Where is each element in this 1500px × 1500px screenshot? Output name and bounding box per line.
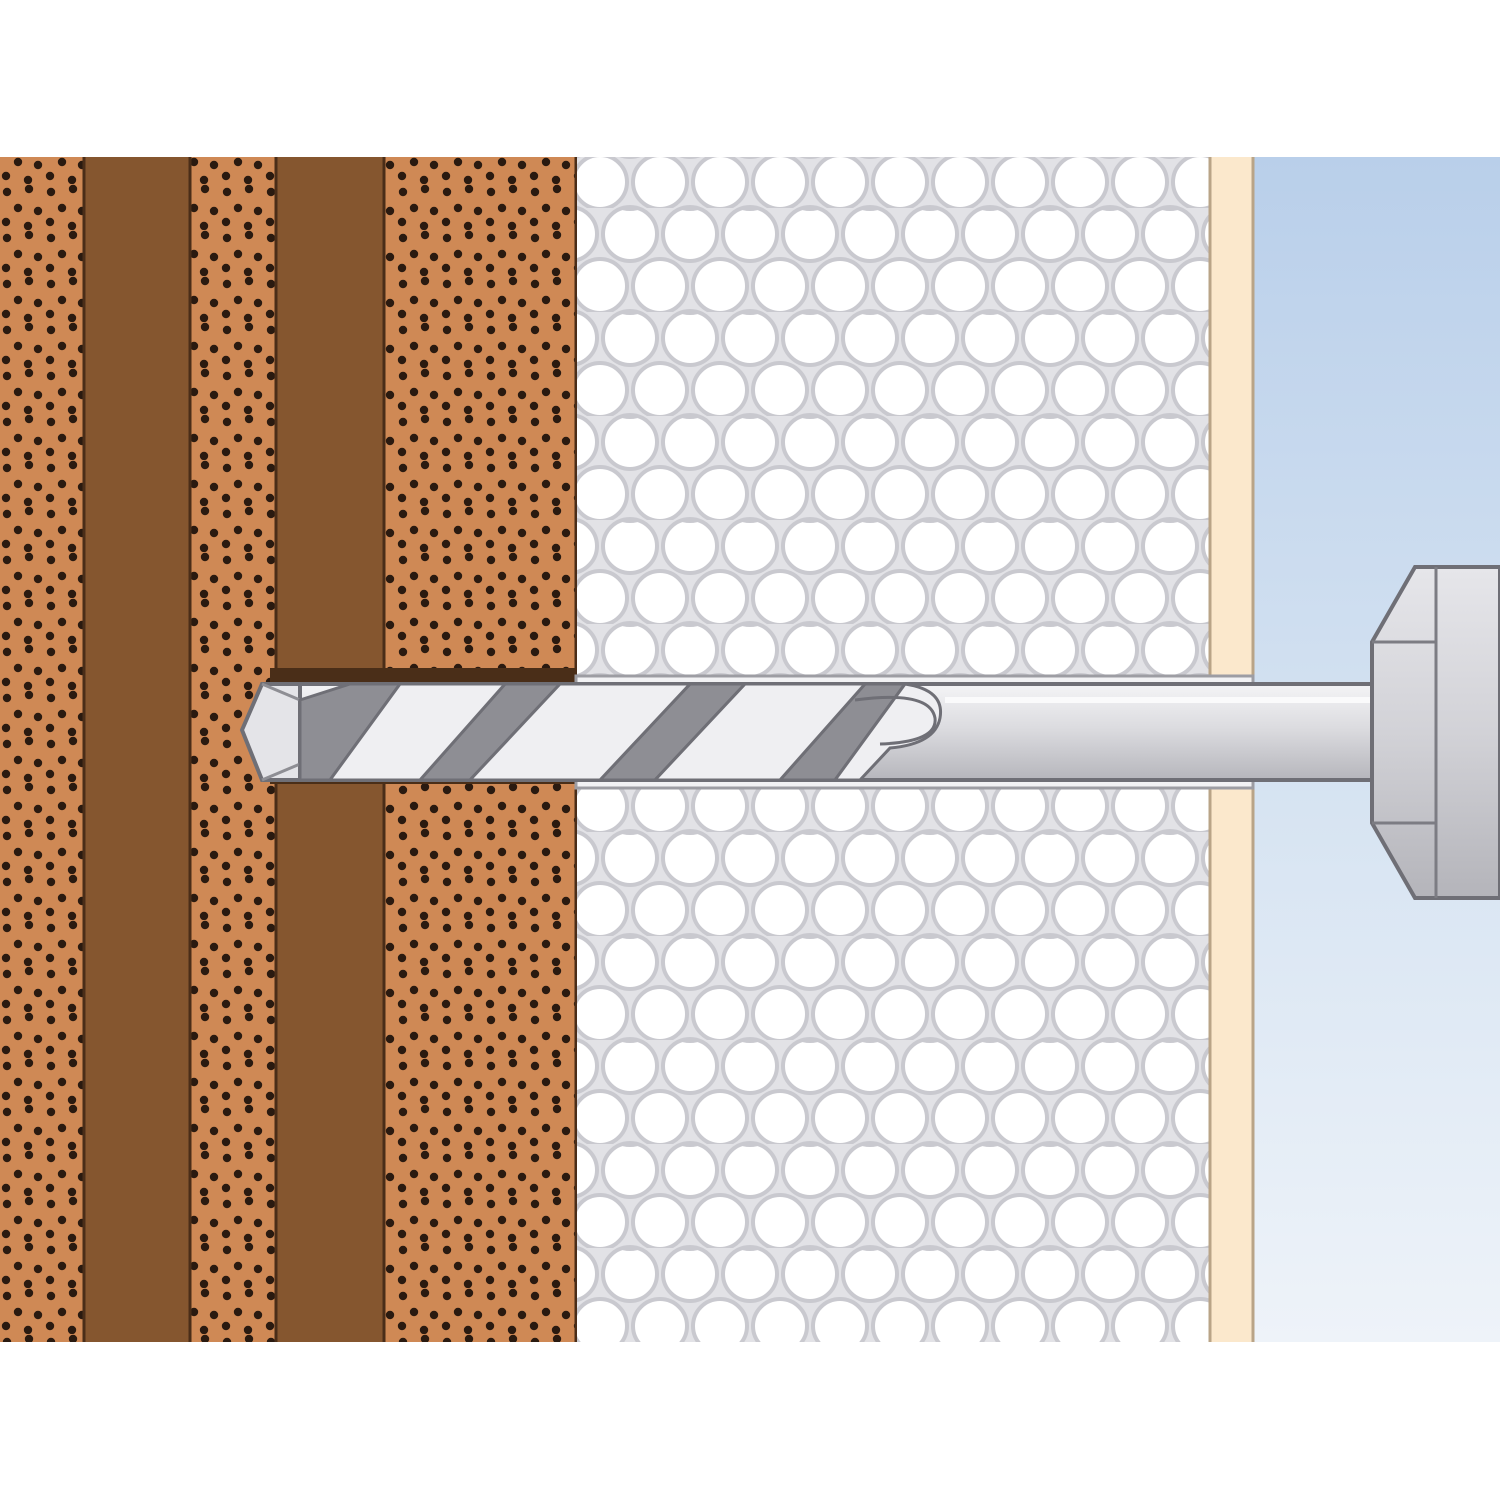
drill-chuck (1370, 565, 1500, 900)
drill-bit (239, 682, 1382, 782)
